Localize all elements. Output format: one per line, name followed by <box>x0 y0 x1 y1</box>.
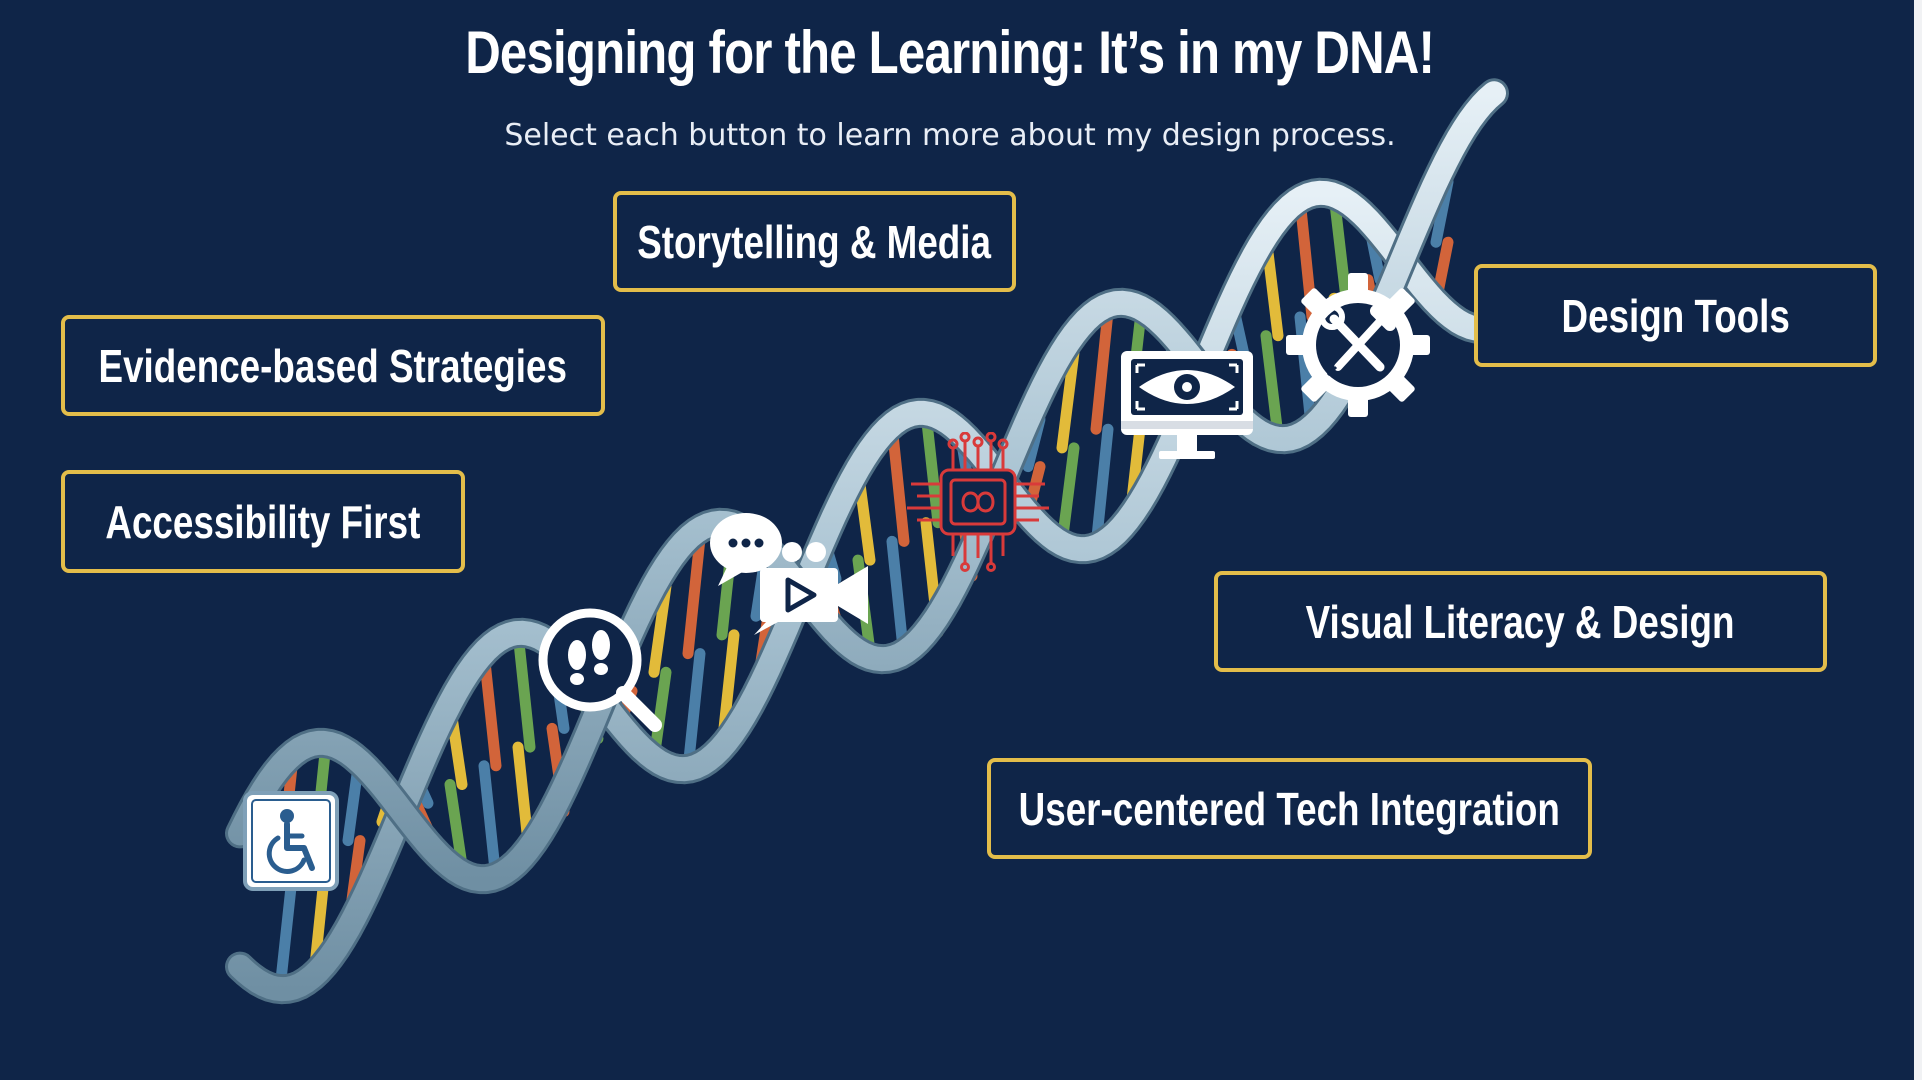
wheelchair-icon[interactable] <box>242 790 340 892</box>
storytelling-media-label: Storytelling & Media <box>637 215 992 268</box>
visual-literacy-design-button[interactable]: Visual Literacy & Design <box>1214 571 1827 672</box>
base-pair-segment <box>682 532 706 660</box>
helix-backbones <box>225 78 1509 1005</box>
gear-tools-icon[interactable] <box>1283 270 1433 420</box>
base-pair-segment <box>478 760 502 885</box>
right-edge-strip <box>1914 0 1922 1080</box>
eye-monitor-icon[interactable] <box>1117 347 1257 467</box>
evidence-based-strategies-label: Evidence-based Strategies <box>98 339 568 392</box>
design-tools-label: Design Tools <box>1561 289 1790 342</box>
page-subtitle: Select each button to learn more about m… <box>504 118 1396 153</box>
base-pair-segment <box>920 407 944 529</box>
chat-video-camera-icon[interactable] <box>706 510 876 635</box>
accessibility-first-label: Accessibility First <box>105 495 421 548</box>
ai-chip-icon[interactable] <box>903 432 1053 572</box>
user-centered-tech-integration-button[interactable]: User-centered Tech Integration <box>987 758 1592 859</box>
visual-literacy-design-label: Visual Literacy & Design <box>1306 595 1735 648</box>
helix-backbone-strand <box>228 180 1506 1002</box>
base-pair-segment <box>1090 423 1114 553</box>
base-pair-segment <box>444 779 468 872</box>
accessibility-first-button[interactable]: Accessibility First <box>61 470 465 573</box>
evidence-based-strategies-button[interactable]: Evidence-based Strategies <box>61 315 605 416</box>
design-tools-button[interactable]: Design Tools <box>1474 264 1877 367</box>
storytelling-media-button[interactable]: Storytelling & Media <box>613 191 1016 292</box>
base-pair-segment <box>682 648 706 775</box>
base-pair-segment <box>512 627 536 753</box>
base-pair-segment <box>274 872 298 995</box>
footprints-magnifier-icon[interactable] <box>535 605 665 735</box>
helix-backbone-strand <box>228 81 1506 892</box>
base-pair-segment <box>648 580 672 678</box>
user-centered-tech-integration-label: User-centered Tech Integration <box>1018 782 1561 835</box>
base-pair-segment <box>1090 306 1114 435</box>
base-pair-segment <box>1056 346 1080 454</box>
base-pair-segment <box>886 419 910 547</box>
base-pair-segment <box>1260 330 1284 442</box>
page-title: Designing for the Learning: It’s in my D… <box>465 19 1435 86</box>
